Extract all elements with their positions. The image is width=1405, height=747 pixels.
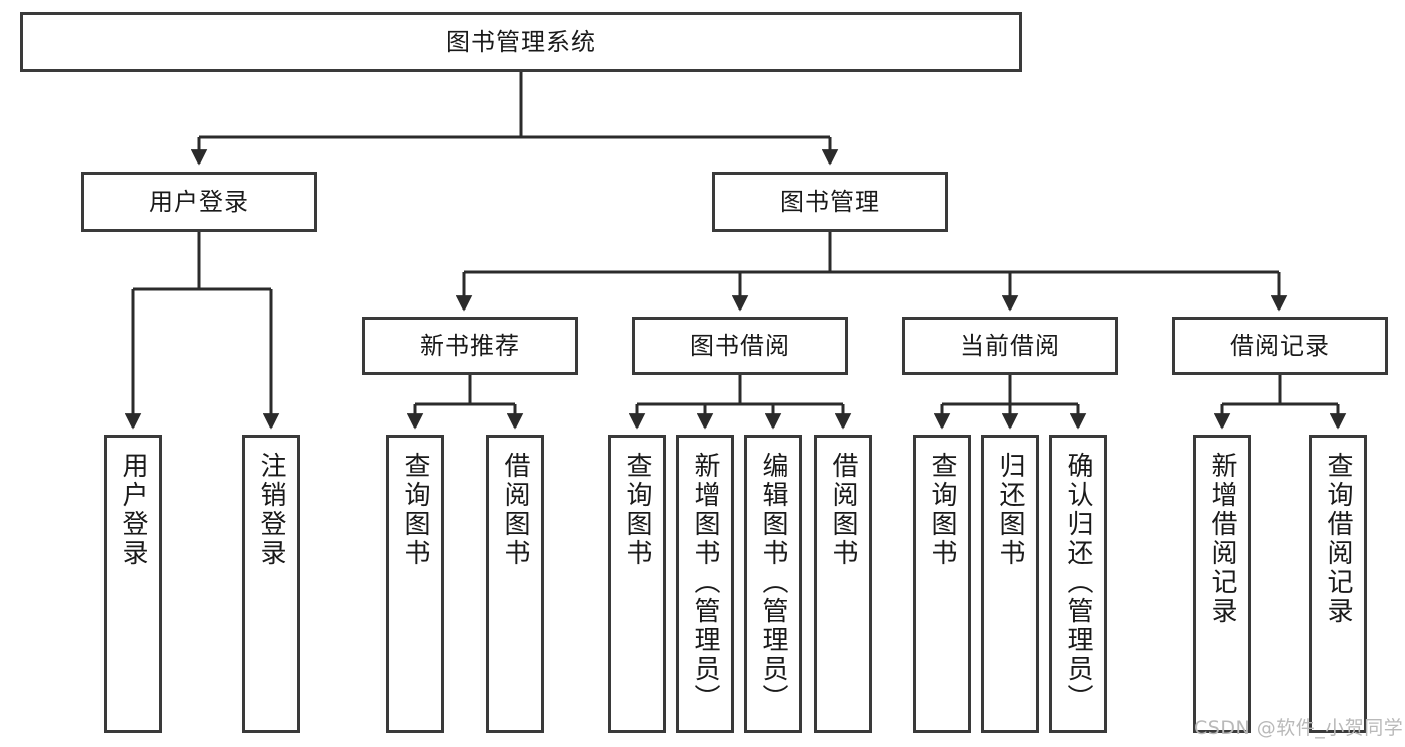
leaf-query-book-borrow[interactable]: 查询图书 [608, 435, 666, 733]
leaf-label: 注销登录 [256, 452, 287, 568]
leaf-label: 查询借阅记录 [1323, 452, 1354, 626]
node-book-borrow[interactable]: 图书借阅 [632, 317, 848, 375]
leaf-borrow-book-recommend[interactable]: 借阅图书 [486, 435, 544, 733]
leaf-query-book-current[interactable]: 查询图书 [913, 435, 971, 733]
leaf-label: 确认归还（管理员） [1063, 452, 1094, 713]
leaf-edit-book-admin[interactable]: 编辑图书（管理员） [744, 435, 802, 733]
leaf-query-borrow-record[interactable]: 查询借阅记录 [1309, 435, 1367, 733]
node-label: 借阅记录 [1230, 331, 1330, 360]
leaf-borrow-book[interactable]: 借阅图书 [814, 435, 872, 733]
node-label: 当前借阅 [960, 331, 1060, 360]
leaf-label: 借阅图书 [828, 452, 859, 568]
leaf-label: 新增借阅记录 [1207, 452, 1238, 626]
leaf-query-book-recommend[interactable]: 查询图书 [386, 435, 444, 733]
node-label: 图书管理 [780, 187, 880, 216]
leaf-label: 用户登录 [118, 452, 149, 568]
csdn-watermark: CSDN @软件_小贺同学 [1194, 717, 1404, 739]
leaf-label: 借阅图书 [500, 452, 531, 568]
node-root-system[interactable]: 图书管理系统 [20, 12, 1022, 72]
node-current-borrow[interactable]: 当前借阅 [902, 317, 1118, 375]
node-label: 图书管理系统 [446, 27, 596, 56]
leaf-logout[interactable]: 注销登录 [242, 435, 300, 733]
leaf-label: 编辑图书（管理员） [758, 452, 789, 713]
leaf-label: 查询图书 [622, 452, 653, 568]
leaf-add-book-admin[interactable]: 新增图书（管理员） [676, 435, 734, 733]
leaf-label: 归还图书 [995, 452, 1026, 568]
leaf-confirm-return-admin[interactable]: 确认归还（管理员） [1049, 435, 1107, 733]
node-label: 新书推荐 [420, 331, 520, 360]
node-book-management[interactable]: 图书管理 [712, 172, 948, 232]
leaf-label: 查询图书 [400, 452, 431, 568]
node-borrow-record[interactable]: 借阅记录 [1172, 317, 1388, 375]
node-label: 图书借阅 [690, 331, 790, 360]
node-label: 用户登录 [149, 187, 249, 216]
leaf-label: 新增图书（管理员） [690, 452, 721, 713]
leaf-return-book[interactable]: 归还图书 [981, 435, 1039, 733]
leaf-user-login[interactable]: 用户登录 [104, 435, 162, 733]
leaf-add-borrow-record[interactable]: 新增借阅记录 [1193, 435, 1251, 733]
node-new-book-recommend[interactable]: 新书推荐 [362, 317, 578, 375]
leaf-label: 查询图书 [927, 452, 958, 568]
node-user-login[interactable]: 用户登录 [81, 172, 317, 232]
